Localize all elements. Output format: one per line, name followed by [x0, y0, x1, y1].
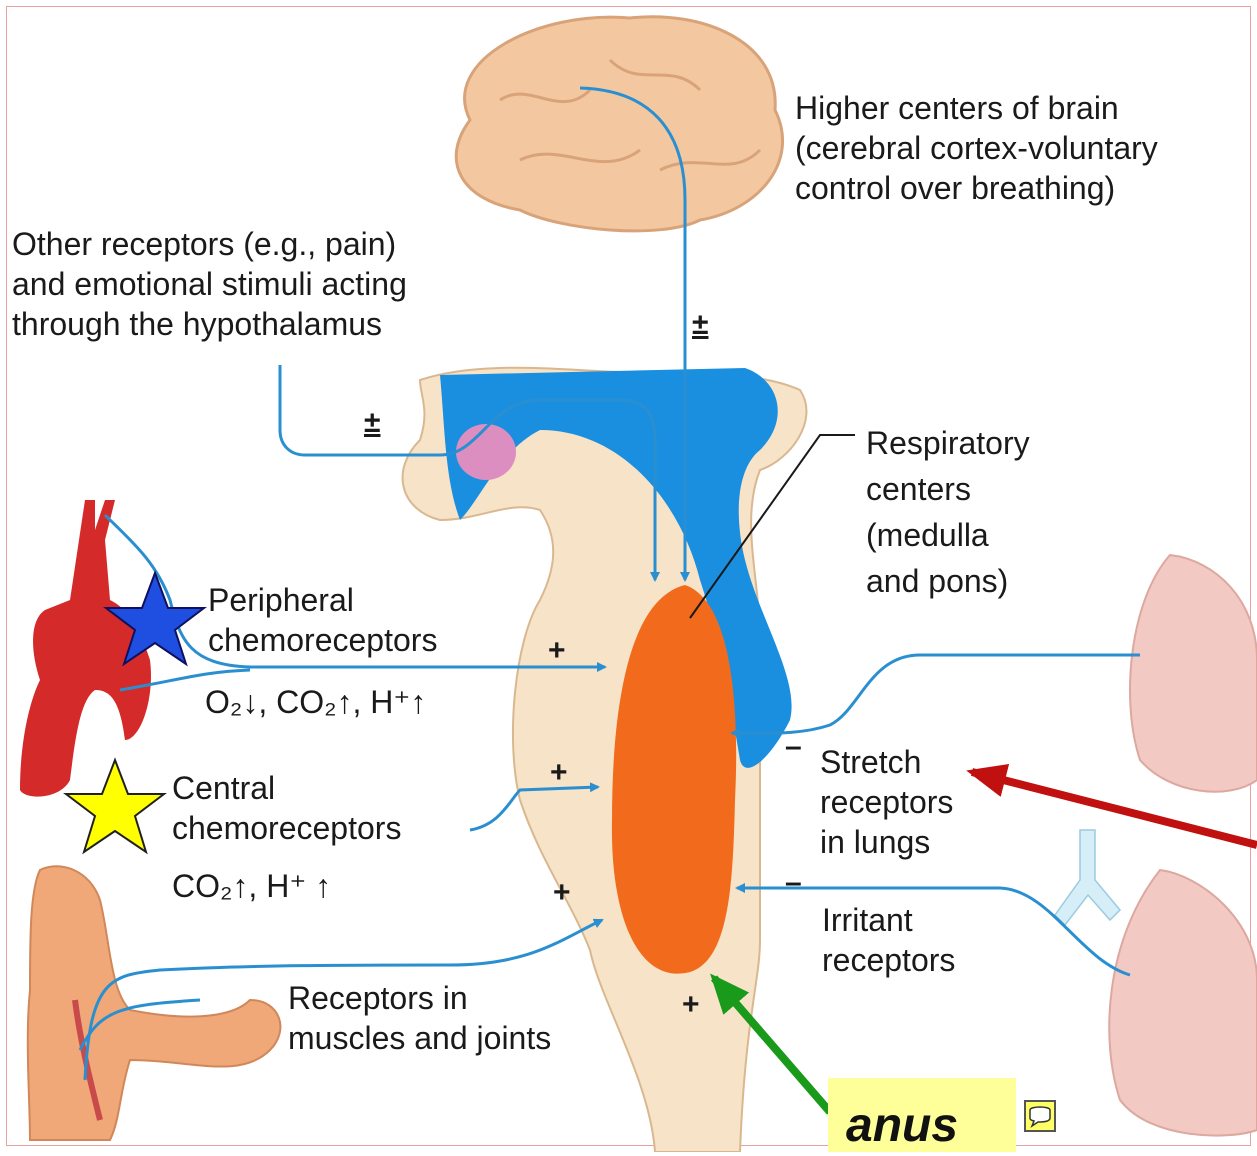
sign-plus-minus-hypothalamus: ±	[364, 408, 380, 438]
sign-plus-muscles: +	[553, 878, 571, 908]
sign-minus-irritant: –	[785, 868, 802, 898]
sign-plus-bottom: +	[682, 990, 700, 1020]
label-irritant-receptors: Irritant receptors	[822, 900, 1042, 980]
brain-illustration	[456, 17, 782, 231]
label-stretch-receptors: Stretch receptors in lungs	[820, 742, 1040, 862]
label-other-receptors: Other receptors (e.g., pain) and emotion…	[12, 224, 532, 344]
label-higher-centers: Higher centers of brain (cerebral cortex…	[795, 88, 1255, 208]
label-central-stimuli: CO₂↑, H⁺ ↑	[172, 866, 432, 906]
sign-plus-central: +	[550, 758, 568, 788]
yellow-star-icon	[66, 760, 164, 852]
label-peripheral-chemoreceptors: Peripheral chemoreceptors	[208, 580, 528, 660]
label-peripheral-stimuli: O₂↓, CO₂↑, H⁺↑	[205, 682, 525, 722]
label-central-chemoreceptors: Central chemoreceptors	[172, 768, 492, 848]
sign-plus-minus-brain: ±	[692, 310, 708, 340]
label-respiratory-centers: Respiratory centers (medulla and pons)	[866, 420, 1106, 604]
label-muscle-receptors: Receptors in muscles and joints	[288, 978, 648, 1058]
comment-icon[interactable]	[1024, 1100, 1056, 1132]
annotation-text: anus	[846, 1096, 958, 1156]
lung-illustrations	[1055, 555, 1257, 1136]
sign-minus-stretch: –	[785, 732, 802, 762]
sign-plus-peripheral: +	[548, 636, 566, 666]
